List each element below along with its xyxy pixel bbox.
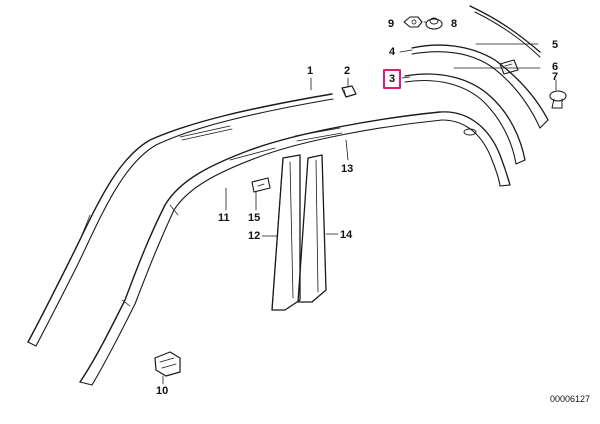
leader-lines	[163, 22, 556, 384]
part-8-grommet	[426, 18, 442, 29]
callout-13[interactable]: 13	[341, 163, 354, 175]
part-1-roof-moulding	[28, 94, 333, 346]
callout-9[interactable]: 9	[388, 18, 395, 30]
callout-4[interactable]: 4	[389, 46, 396, 58]
part-14-pillar-trim	[298, 155, 326, 302]
callout-6[interactable]: 6	[552, 61, 559, 73]
callout-2[interactable]: 2	[344, 65, 351, 77]
callout-11[interactable]: 11	[218, 212, 230, 224]
part-11-frame-moulding	[80, 112, 442, 385]
part-13-arch-frame	[440, 112, 510, 186]
callout-1[interactable]: 1	[307, 65, 314, 77]
part-5-arch-outer	[470, 6, 540, 57]
part-15-clip	[252, 178, 270, 192]
part-7-rivet	[550, 91, 566, 108]
part-10-clip	[155, 352, 180, 376]
part-2-end-cap	[342, 86, 356, 97]
callout-12[interactable]: 12	[248, 230, 261, 242]
part-4-arch-moulding	[412, 45, 548, 128]
part-6-clip	[500, 60, 518, 74]
callout-7[interactable]: 7	[552, 71, 559, 83]
document-number: 00006127	[549, 394, 590, 404]
callout-5[interactable]: 5	[552, 39, 559, 51]
part-3-arch-trim	[405, 74, 525, 164]
part-12-pillar-trim	[272, 155, 300, 310]
callout-15[interactable]: 15	[248, 212, 261, 224]
callout-10[interactable]: 10	[156, 385, 169, 397]
callout-3-highlighted[interactable]: 3	[383, 69, 402, 89]
part-9-nut	[404, 17, 422, 27]
callout-8[interactable]: 8	[451, 18, 458, 30]
callout-14[interactable]: 14	[340, 229, 353, 241]
